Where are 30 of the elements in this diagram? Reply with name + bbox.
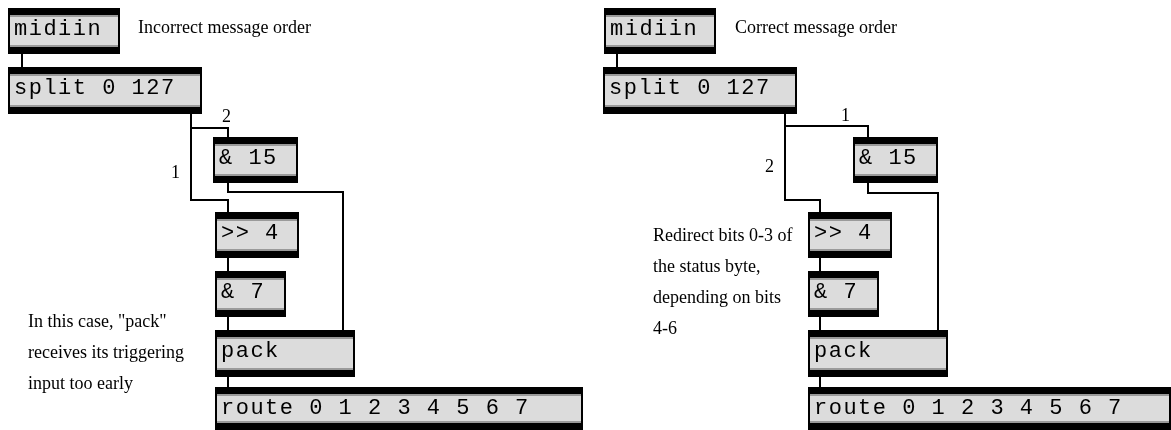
comment-text: In this case, "pack" receives its triggering input too early xyxy=(28,310,185,395)
patch-cord xyxy=(867,182,939,331)
comment-text: Correct message order xyxy=(735,16,898,39)
patch-cord xyxy=(227,182,344,331)
object-box: & 15 xyxy=(853,137,938,183)
patch-cord xyxy=(819,257,821,272)
object-box: >> 4 xyxy=(215,212,299,258)
object-box: pack xyxy=(808,330,948,377)
object-box: midiin xyxy=(604,8,716,54)
comment-text: Redirect bits 0-3 of the status byte, depending on bits 4-6 xyxy=(653,224,793,340)
patch-cord xyxy=(784,113,821,213)
object-box: >> 4 xyxy=(808,212,892,258)
patch-cord xyxy=(819,316,821,331)
object-box: route 0 1 2 3 4 5 6 7 xyxy=(215,387,583,430)
patch-cord xyxy=(227,376,229,388)
patch-cord xyxy=(21,53,23,68)
object-box: midiin xyxy=(8,8,120,54)
object-box: route 0 1 2 3 4 5 6 7 xyxy=(808,387,1171,430)
patch-cord xyxy=(616,53,618,68)
object-box: & 7 xyxy=(215,271,286,317)
patch-cord xyxy=(190,113,229,213)
object-box: pack xyxy=(215,330,355,377)
object-box: split 0 127 xyxy=(603,67,797,114)
patch-cord xyxy=(227,316,229,331)
object-box: & 7 xyxy=(808,271,879,317)
comment-text: Incorrect message order xyxy=(138,16,312,39)
patch-cord xyxy=(227,257,229,272)
object-box: split 0 127 xyxy=(8,67,202,114)
patch-cord xyxy=(819,376,821,388)
object-box: & 15 xyxy=(213,137,298,183)
